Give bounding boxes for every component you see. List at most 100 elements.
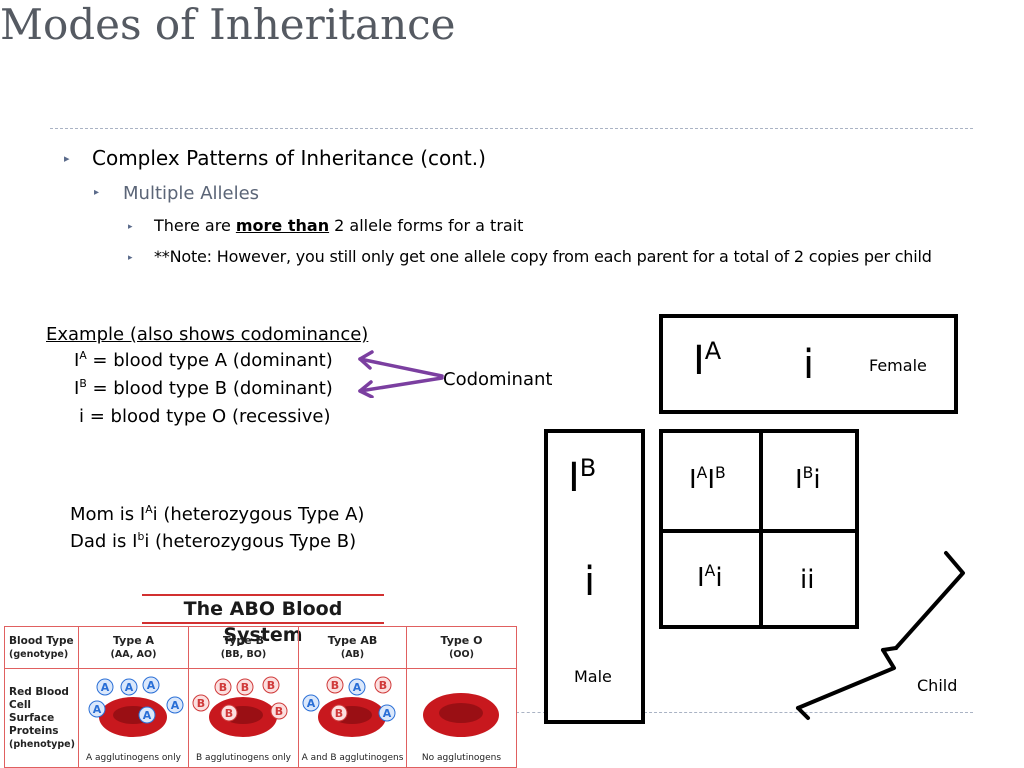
- type-ab-cell: B A B A B A A and B agglutinogens: [298, 668, 407, 768]
- title-divider: [50, 128, 973, 129]
- superscript: B: [79, 377, 87, 390]
- superscript: A: [79, 349, 87, 362]
- type-a-header: Type A(AA, AO): [78, 626, 189, 669]
- allele-i-line: i = blood type O (recessive): [79, 406, 331, 427]
- offspring-ibi: IBi: [795, 464, 821, 495]
- row-label-blood-type: Blood Type(genotype): [4, 626, 79, 669]
- child-label: Child: [917, 676, 958, 695]
- offspring-iaib: IAIB: [689, 464, 726, 495]
- bullet-level3-a: There are more than 2 allele forms for a…: [154, 216, 523, 235]
- bullet-level2: Multiple Alleles: [123, 183, 260, 204]
- red-blood-cell-o-icon: [423, 693, 499, 737]
- svg-text:B: B: [197, 697, 205, 710]
- text-run: I: [689, 465, 697, 495]
- svg-text:A: A: [147, 679, 156, 692]
- svg-text:A: A: [101, 681, 110, 694]
- type-o-cell: No agglutinogens: [406, 668, 517, 768]
- svg-text:A: A: [383, 707, 392, 720]
- type-a-cell: A A A A A A A agglutinogens only: [78, 668, 189, 768]
- text-run: Type AB: [327, 633, 378, 647]
- svg-text:B: B: [241, 681, 249, 694]
- superscript: A: [704, 337, 722, 365]
- text-run: I: [74, 350, 80, 371]
- text-run: (AB): [340, 648, 365, 660]
- text-run: Cell Surface: [9, 698, 55, 724]
- text-run: I: [697, 563, 705, 593]
- male-allele-ib: IB: [568, 454, 597, 501]
- superscript: B: [802, 464, 814, 482]
- red-blood-cell-ab-icon: B A B A B A: [302, 676, 396, 737]
- mom-genotype: Mom is IAi (heterozygous Type A): [70, 503, 365, 525]
- abo-title: The ABO Blood System: [142, 594, 384, 646]
- text-run: (BB, BO): [220, 648, 267, 660]
- text-run: i (heterozygous Type B): [144, 531, 357, 552]
- bullet-level3-b: **Note: However, you still only get one …: [154, 247, 932, 266]
- codominant-label: Codominant: [443, 369, 553, 390]
- emphasis-more-than: more than: [235, 216, 330, 235]
- svg-text:A: A: [93, 703, 102, 716]
- svg-text:A: A: [353, 681, 362, 694]
- svg-text:B: B: [335, 707, 343, 720]
- text-run: (phenotype): [9, 738, 75, 750]
- svg-text:B: B: [331, 679, 339, 692]
- bullet-arrow-icon: ▸: [94, 187, 100, 198]
- text-run: Mom is I: [70, 504, 146, 525]
- text-run: There are: [154, 216, 236, 235]
- superscript: B: [579, 454, 597, 482]
- type-b-cell: B B B B B B B agglutinogens only: [188, 668, 299, 768]
- text-run: Type A: [112, 633, 155, 647]
- offspring-iai: IAi: [697, 562, 723, 593]
- slide-title: Modes of Inheritance: [0, 0, 456, 49]
- type-a-caption: A agglutinogens only: [86, 753, 181, 763]
- type-b-caption: B agglutinogens only: [196, 753, 291, 763]
- svg-text:A: A: [125, 681, 134, 694]
- text-run: I: [707, 465, 716, 495]
- type-b-header: Type B(BB, BO): [188, 626, 299, 669]
- text-run: i (heterozygous Type A): [152, 504, 365, 525]
- male-label: Male: [574, 667, 612, 686]
- red-blood-cell-b-icon: B B B B B B: [192, 676, 288, 737]
- female-alleles-box: IA i Female: [659, 314, 958, 414]
- text-run: i: [813, 465, 821, 495]
- svg-text:B: B: [219, 681, 227, 694]
- text-run: Blood Type: [9, 634, 74, 647]
- allele-ib-line: IB = blood type B (dominant): [74, 377, 333, 399]
- text-run: I: [693, 338, 705, 384]
- example-heading: Example (also shows codominance): [46, 324, 369, 345]
- allele-ia-line: IA = blood type A (dominant): [74, 349, 333, 371]
- dad-genotype: Dad is Ibi (heterozygous Type B): [70, 530, 357, 552]
- svg-text:A: A: [307, 697, 316, 710]
- type-ab-caption: A and B agglutinogens: [301, 753, 404, 763]
- bullet-arrow-icon: ▸: [64, 152, 70, 165]
- svg-text:B: B: [275, 705, 283, 718]
- bullet-arrow-icon: ▸: [128, 222, 133, 232]
- superscript: A: [145, 503, 153, 516]
- female-allele-ia: IA: [693, 337, 722, 384]
- male-allele-i: i: [584, 559, 596, 605]
- superscript: b: [137, 530, 145, 543]
- bullet-arrow-icon: ▸: [128, 253, 133, 263]
- text-run: (OO): [449, 648, 474, 660]
- text-run: 2 allele forms for a trait: [329, 216, 524, 235]
- text-run: I: [795, 465, 803, 495]
- text-run: = blood type A (dominant): [86, 350, 333, 371]
- text-run: (genotype): [9, 648, 69, 660]
- footer-divider: [516, 712, 546, 713]
- svg-text:B: B: [267, 679, 275, 692]
- text-run: I: [568, 455, 580, 501]
- svg-text:B: B: [379, 679, 387, 692]
- red-blood-cell-a-icon: A A A A A A: [88, 676, 184, 737]
- offspring-grid: IAIB IBi IAi ii: [659, 429, 859, 629]
- male-alleles-box: IB i Male: [544, 429, 645, 724]
- abo-genotype-row: Blood Type(genotype) Type A(AA, AO) Type…: [4, 626, 517, 669]
- superscript: B: [715, 464, 726, 482]
- abo-table: Blood Type(genotype) Type A(AA, AO) Type…: [4, 626, 517, 768]
- offspring-ii: ii: [800, 565, 815, 595]
- footer-divider: [644, 712, 973, 713]
- text-run: (AA, AO): [110, 648, 157, 660]
- bullet-level1: Complex Patterns of Inheritance (cont.): [92, 146, 486, 170]
- grid-divider: [663, 529, 855, 533]
- type-o-caption: No agglutinogens: [421, 753, 502, 763]
